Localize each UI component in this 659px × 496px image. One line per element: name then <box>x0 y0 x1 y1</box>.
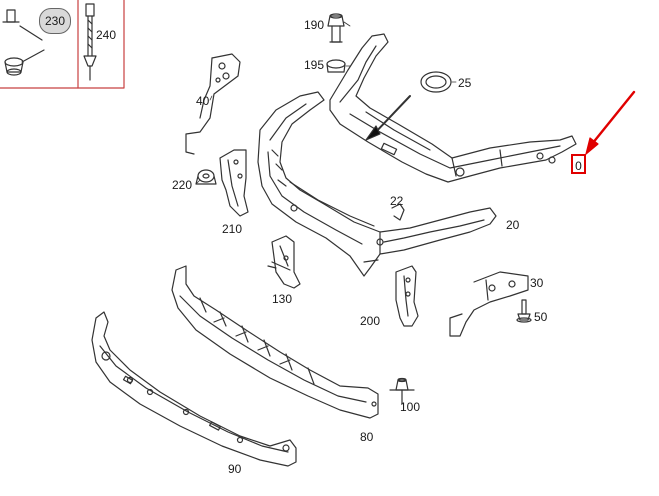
bracket-30-part <box>449 271 529 337</box>
clip-230-part <box>2 9 45 76</box>
nut-220-part <box>195 169 217 185</box>
callout-230: 230 <box>39 8 71 34</box>
callout-240: 240 <box>96 28 117 42</box>
callout-80: 80 <box>360 430 374 444</box>
leader-lines <box>195 21 457 185</box>
callout-22: 22 <box>390 194 404 208</box>
inset-box-fastener-kit <box>0 0 125 89</box>
callout-40: 40 <box>196 94 210 108</box>
callout-25: 25 <box>458 76 472 90</box>
bracket-210-part <box>219 149 249 217</box>
callout-0-highlighted[interactable]: 0 <box>571 154 586 174</box>
crossmember-80-part <box>171 265 379 419</box>
nut-190-part <box>327 13 345 43</box>
front-carrier-20-part <box>257 91 497 277</box>
highlight-arrow <box>585 90 636 155</box>
pointer-arrow <box>365 95 411 141</box>
callout-30: 30 <box>530 276 544 290</box>
callout-20: 20 <box>506 218 520 232</box>
callout-130: 130 <box>272 292 293 306</box>
bracket-200-part <box>395 265 419 327</box>
callout-90: 90 <box>228 462 242 476</box>
clip-22-part <box>391 203 405 221</box>
callout-220: 220 <box>172 178 193 192</box>
seal-ring-25-part <box>420 71 452 93</box>
callout-50: 50 <box>534 310 548 324</box>
nut-195-part <box>326 59 346 73</box>
bolt-240-part <box>83 3 97 81</box>
callout-200: 200 <box>360 314 381 328</box>
bolt-50-part <box>516 299 532 323</box>
bracket-130-part <box>267 235 301 289</box>
upper-cross-member-part <box>329 33 577 183</box>
callout-190: 190 <box>304 18 325 32</box>
callout-210: 210 <box>222 222 243 236</box>
bumper-reinforcement-90-part <box>91 311 297 467</box>
bracket-40-part <box>185 53 241 155</box>
callout-100: 100 <box>400 400 421 414</box>
callout-195: 195 <box>304 58 325 72</box>
bolt-100-part <box>389 377 415 405</box>
